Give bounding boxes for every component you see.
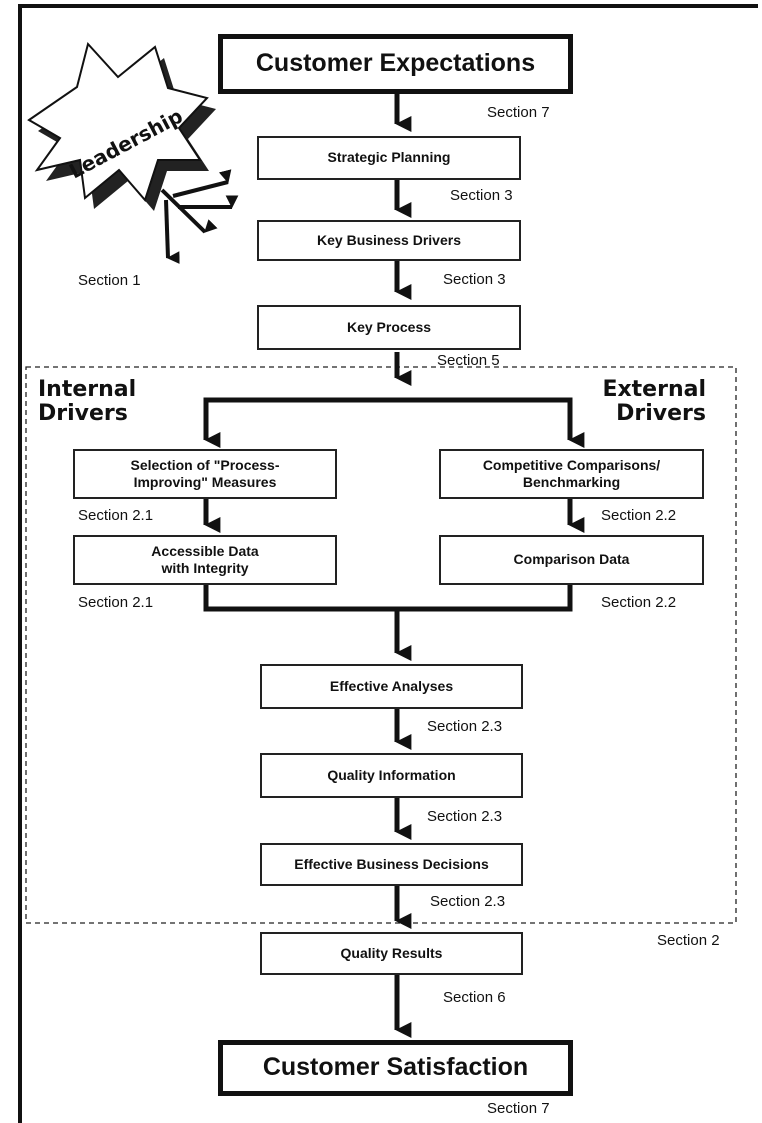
accessible-data-line1: Accessible Data [151,542,259,559]
competitive-comparisons-line2: Benchmarking [522,474,621,490]
leadership-starburst: Leadership [27,41,239,264]
section-2-label: Section 2 [657,932,720,949]
leadership-section: Section 1 [78,272,141,289]
external-heading-line2: Drivers [616,401,706,427]
section-2-region [25,366,737,924]
quality-information-label: Quality Information [327,766,456,783]
selection-measures-line2: Improving" Measures [133,474,277,490]
key-process-section: Section 5 [437,352,500,369]
competitive-comparisons-box: Competitive Comparisons/ Benchmarking [439,449,704,499]
strategic-planning-label: Strategic Planning [327,149,451,166]
selection-measures-section: Section 2.1 [78,507,154,524]
internal-heading-line2: Drivers [38,401,128,427]
quality-results-section: Section 6 [443,989,506,1006]
customer-satisfaction-section: Section 7 [487,1100,550,1117]
quality-results-label: Quality Results [340,944,443,961]
customer-expectations-label: Customer Expectations [255,49,536,78]
internal-drivers-heading: Internal Drivers [38,377,137,427]
effective-analyses-section: Section 2.3 [427,718,503,735]
quality-information-box: Quality Information [260,753,523,798]
competitive-comparisons-section: Section 2.2 [601,507,677,524]
quality-information-section: Section 2.3 [427,808,503,825]
customer-expectations-box: Customer Expectations [218,34,573,94]
key-business-drivers-box: Key Business Drivers [257,220,521,261]
effective-business-decisions-label: Effective Business Decisions [294,855,489,872]
key-process-label: Key Process [346,318,432,335]
effective-business-decisions-section: Section 2.3 [430,893,506,910]
key-business-drivers-label: Key Business Drivers [317,231,461,248]
merge-bar [203,583,573,612]
competitive-comparisons-line1: Competitive Comparisons/ [482,456,661,473]
quality-results-box: Quality Results [260,932,523,975]
comparison-data-section: Section 2.2 [601,594,677,611]
effective-analyses-label: Effective Analyses [329,677,454,694]
external-drivers-heading: External Drivers [602,377,706,427]
split-bar [203,397,573,403]
strategic-planning-box: Strategic Planning [257,136,521,180]
accessible-data-box: Accessible Data with Integrity [73,535,337,585]
selection-measures-box: Selection of "Process- Improving" Measur… [73,449,337,499]
page-frame [18,4,758,1123]
customer-satisfaction-label: Customer Satisfaction [262,1053,529,1082]
internal-heading-line1: Internal [38,377,137,402]
comparison-data-label: Comparison Data [513,551,630,568]
comparison-data-box: Comparison Data [439,535,704,585]
external-heading-line1: External [602,377,706,402]
effective-business-decisions-box: Effective Business Decisions [260,843,523,886]
customer-expectations-section: Section 7 [487,104,550,121]
accessible-data-line2: with Integrity [161,560,249,576]
customer-satisfaction-box: Customer Satisfaction [218,1040,573,1096]
strategic-planning-section: Section 3 [450,187,513,204]
effective-analyses-box: Effective Analyses [260,664,523,709]
key-business-drivers-section: Section 3 [443,271,506,288]
key-process-box: Key Process [257,305,521,350]
selection-measures-line1: Selection of "Process- [130,456,280,473]
accessible-data-section: Section 2.1 [78,594,154,611]
